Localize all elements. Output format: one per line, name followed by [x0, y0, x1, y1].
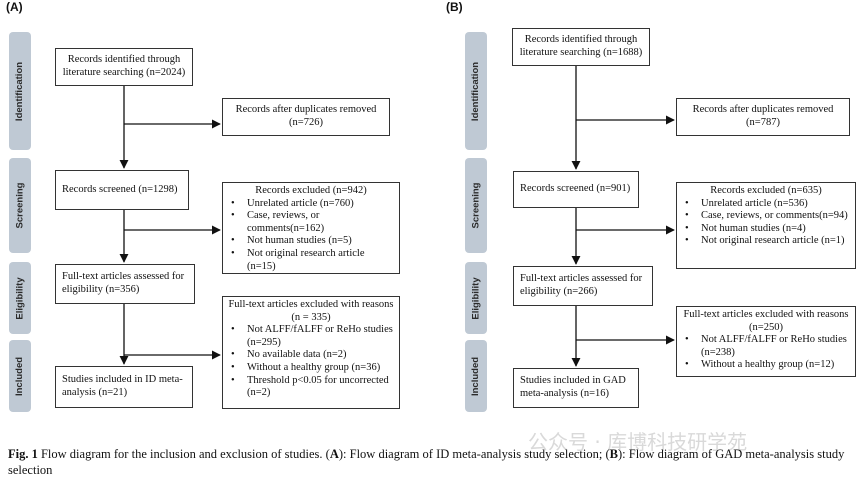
- list-item: Without a healthy group (n=12): [685, 359, 851, 372]
- fulltext-assessed-box-b: Full-text articles assessed for eligibil…: [513, 266, 653, 306]
- caption-panel-ref: A: [329, 447, 339, 461]
- list-item: Not original research article (n=15): [231, 248, 395, 273]
- stage-included-b: Included: [465, 340, 487, 412]
- box-heading: Full-text articles excluded with reasons…: [683, 309, 849, 333]
- caption-fig-label: Fig. 1: [8, 447, 38, 461]
- box-line: Studies included in GAD: [520, 375, 626, 387]
- box-heading: Full-text articles excluded with reasons…: [228, 299, 394, 323]
- studies-included-box-b: Studies included in GAD meta-analysis (n…: [513, 368, 639, 408]
- records-screened-box-a: Records screened (n=1298): [55, 170, 189, 210]
- records-identified-box-a: Records identified through literature se…: [55, 48, 193, 86]
- list-item: Unrelated article (n=760): [231, 198, 395, 211]
- caption-text: ): Flow diagram of ID meta-analysis stud…: [338, 447, 610, 461]
- stage-screening-b: Screening: [465, 158, 487, 253]
- list-item: Threshold p<0.05 for uncorrected (n=2): [231, 375, 395, 400]
- records-excluded-box-a: Records excluded (n=942) Unrelated artic…: [222, 182, 400, 274]
- list-item: Unrelated article (n=536): [685, 198, 851, 211]
- stage-included-a: Included: [9, 340, 31, 412]
- list-item: Case, reviews, or comments(n=162): [231, 210, 395, 235]
- caption-text: ): Flow diagram of GAD meta-analysis stu…: [8, 447, 845, 478]
- panel-a-label: (A): [6, 0, 23, 14]
- records-identified-box-b: Records identified through literature se…: [512, 28, 650, 66]
- caption-text: Flow diagram for the inclusion and exclu…: [37, 447, 330, 461]
- fulltext-excluded-box-a: Full-text articles excluded with reasons…: [222, 296, 400, 409]
- list-item: Not human studies (n=5): [231, 235, 395, 248]
- list-item: Not ALFF/fALFF or ReHo studies (n=295): [231, 324, 395, 349]
- box-line: eligibility (n=266): [520, 286, 598, 297]
- stage-identification-b: Identification: [465, 32, 487, 150]
- list-item: Not human studies (n=4): [685, 223, 851, 236]
- box-line: analysis (n=21): [62, 387, 128, 398]
- box-line: Records after duplicates removed: [692, 104, 834, 116]
- list-item: Not ALFF/fALFF or ReHo studies (n=238): [685, 334, 851, 359]
- stage-screening-a: Screening: [9, 158, 31, 253]
- list-item: Without a healthy group (n=36): [231, 362, 395, 375]
- figure-caption: Fig. 1 Flow diagram for the inclusion an…: [8, 446, 860, 479]
- box-heading: Records excluded (n=942): [255, 185, 367, 196]
- list-item: Case, reviews, or comments(n=94): [685, 210, 851, 223]
- box-line: (n=787): [746, 117, 780, 128]
- box-line: Records after duplicates removed: [235, 104, 377, 116]
- stage-eligibility-a: Eligibility: [9, 262, 31, 334]
- watermark: 公众号 · 库博科技研学苑: [528, 430, 748, 454]
- box-line: Records screened (n=1298): [62, 183, 178, 195]
- fulltext-assessed-box-a: Full-text articles assessed for eligibil…: [55, 264, 195, 304]
- studies-included-box-a: Studies included in ID meta- analysis (n…: [55, 366, 193, 408]
- box-line: meta-analysis (n=16): [520, 388, 610, 399]
- panel-b-label: (B): [446, 0, 463, 14]
- box-line: Full-text articles assessed for: [520, 273, 643, 285]
- box-line: literature searching (n=2024): [62, 67, 186, 78]
- stage-eligibility-b: Eligibility: [465, 262, 487, 334]
- records-excluded-box-b: Records excluded (n=635) Unrelated artic…: [676, 182, 856, 269]
- box-line: (n=726): [289, 117, 323, 128]
- fulltext-excluded-box-b: Full-text articles excluded with reasons…: [676, 306, 856, 377]
- list-item: No available data (n=2): [231, 349, 395, 362]
- box-line: literature searching (n=1688): [519, 47, 643, 58]
- box-line: Full-text articles assessed for: [62, 271, 185, 283]
- caption-panel-ref: B: [609, 447, 618, 461]
- box-line: Studies included in ID meta-: [62, 374, 183, 386]
- stage-identification-a: Identification: [9, 32, 31, 150]
- duplicates-removed-box-a: Records after duplicates removed (n=726): [222, 98, 390, 136]
- box-line: eligibility (n=356): [62, 284, 140, 295]
- records-screened-box-b: Records screened (n=901): [513, 171, 639, 208]
- duplicates-removed-box-b: Records after duplicates removed (n=787): [676, 98, 850, 136]
- box-heading: Records excluded (n=635): [710, 185, 822, 196]
- box-line: Records identified through: [524, 34, 638, 46]
- box-line: Records screened (n=901): [520, 183, 631, 195]
- list-item: Not original research article (n=1): [685, 235, 851, 248]
- box-line: Records identified through: [67, 54, 181, 66]
